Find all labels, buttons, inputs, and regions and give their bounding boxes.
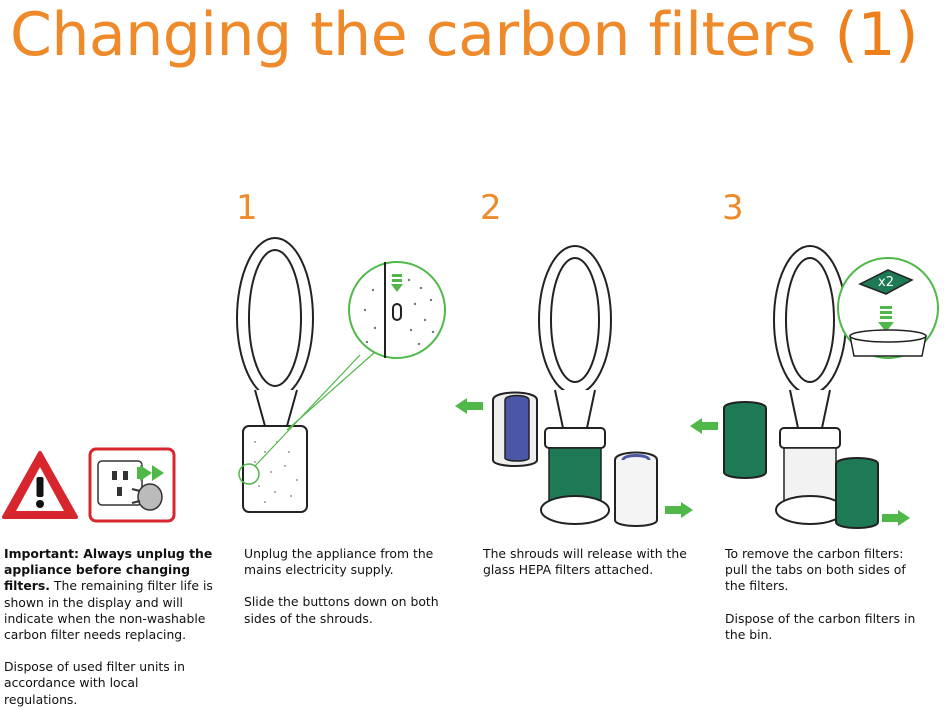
warning-triangle-icon: [2, 451, 78, 519]
important-body: The remaining filter life is shown in th…: [4, 578, 213, 643]
important-bold: Important: Always unplug the appliance b…: [4, 546, 213, 594]
important-text: Important: Always unplug the appliance b…: [4, 546, 214, 708]
step-3-figure: x2: [690, 245, 939, 529]
warning-graphics: [2, 447, 176, 523]
step-1-paragraph-2: Slide the buttons down on both sides of …: [244, 594, 439, 626]
step-1-text: Unplug the appliance from the mains elec…: [244, 546, 444, 643]
step-3-paragraph-2: Dispose of the carbon filters in the bin…: [725, 610, 916, 642]
step-2-figure: [455, 245, 693, 527]
step-2-text: The shrouds will release with the glass …: [483, 546, 693, 594]
step-1-figure: [236, 237, 446, 513]
step-2-paragraph-1: The shrouds will release with the glass …: [483, 546, 687, 578]
step-3-number: 3: [722, 188, 744, 228]
title-text: Changing the carbon filters: [10, 0, 816, 70]
page-title: Changing the carbon filters (1): [10, 0, 918, 70]
step-1-number: 1: [236, 188, 258, 228]
unplug-icon: [88, 447, 176, 523]
step-3-text: To remove the carbon filters: pull the t…: [725, 546, 925, 659]
x2-badge: x2: [878, 275, 894, 290]
important-dispose: Dispose of used filter units in accordan…: [4, 659, 185, 707]
title-number: (1): [834, 0, 918, 70]
step-1-paragraph-1: Unplug the appliance from the mains elec…: [244, 546, 434, 578]
step-2-number: 2: [480, 188, 502, 228]
step-3-paragraph-1: To remove the carbon filters: pull the t…: [725, 546, 906, 594]
